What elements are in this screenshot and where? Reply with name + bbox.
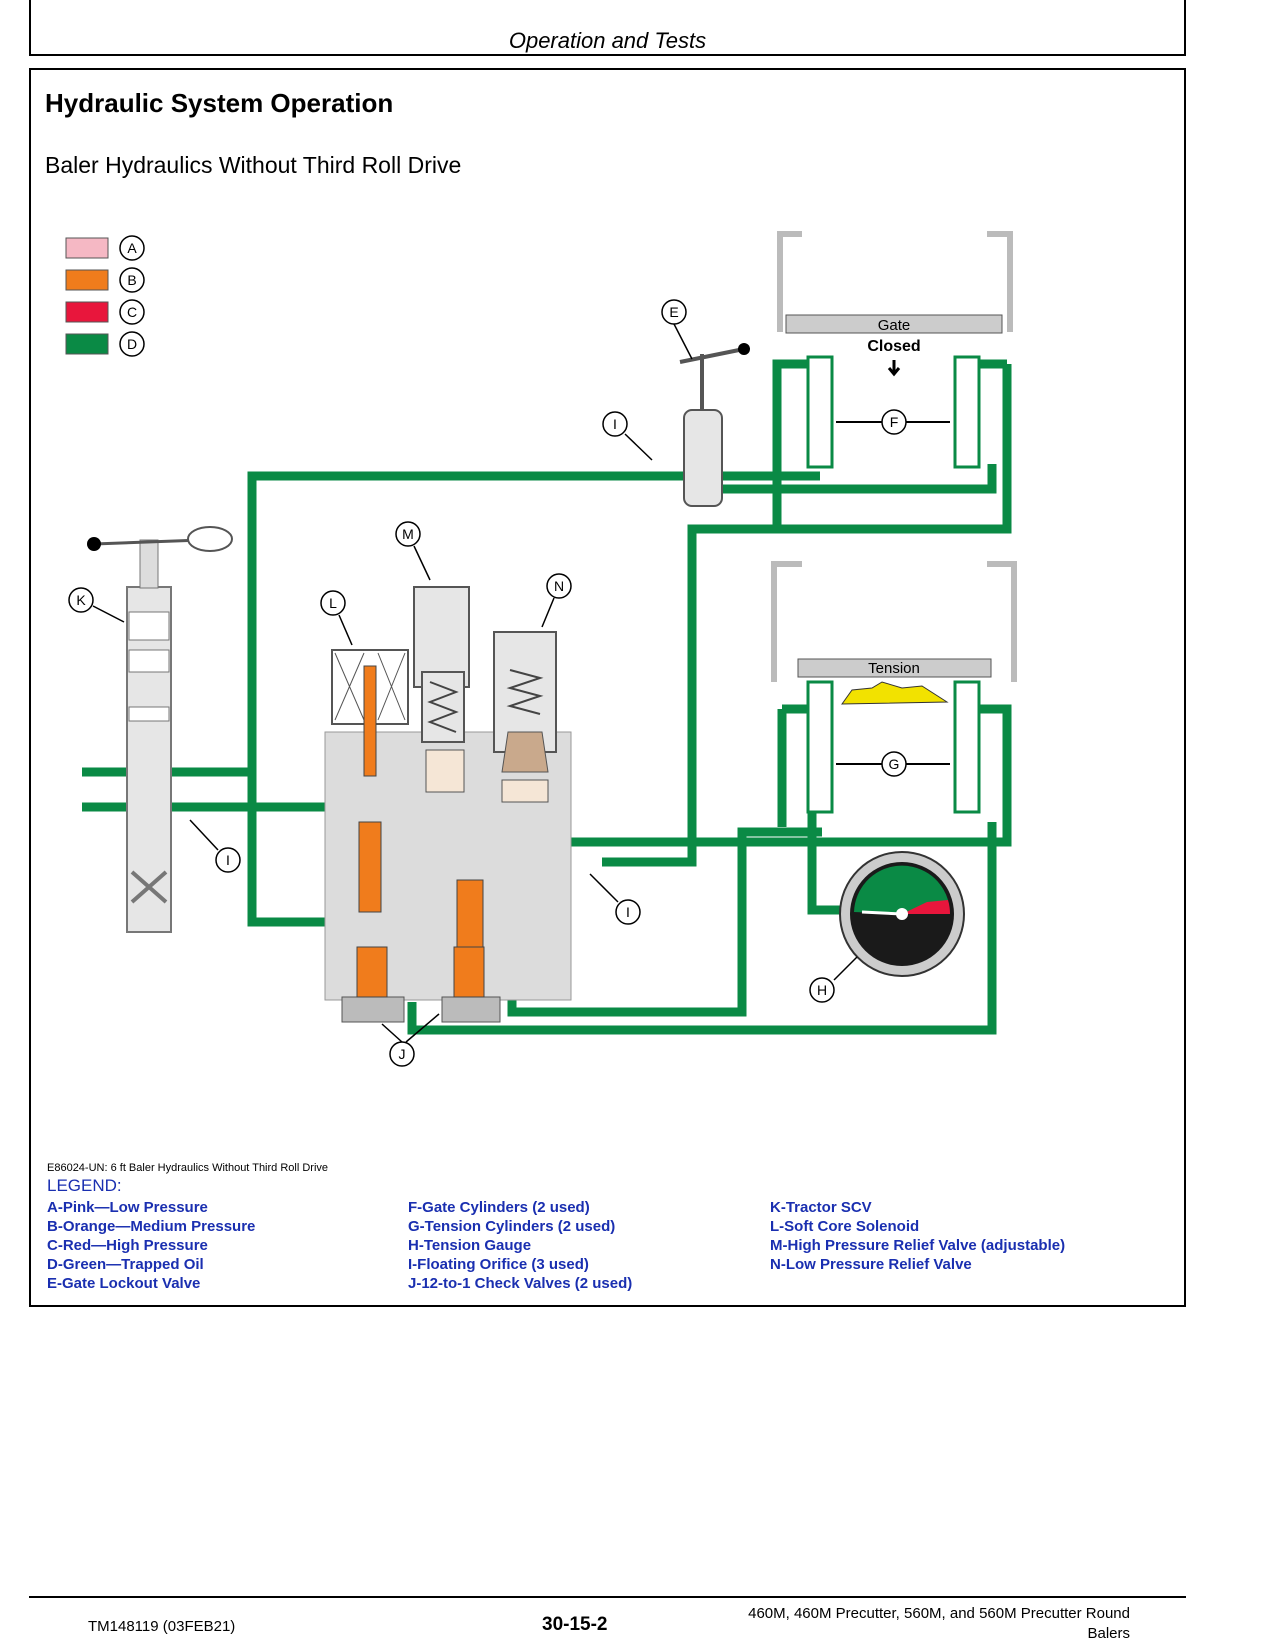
- callout-k: K: [76, 592, 86, 608]
- model-line-2: Balers: [1087, 1625, 1130, 1642]
- legend-item: J-12-to-1 Check Valves (2 used): [408, 1275, 633, 1292]
- model-info: 460M, 460M Precutter, 560M, and 560M Pre…: [700, 1604, 1130, 1644]
- hydraulic-diagram: A B C D: [65, 231, 1017, 1067]
- valve-block: [324, 586, 572, 1023]
- swatch-b: [65, 269, 109, 291]
- swatch-c: [65, 301, 109, 323]
- gate-label: Gate: [878, 317, 911, 334]
- gate-state: Closed: [867, 338, 920, 355]
- callout-n: N: [554, 578, 564, 594]
- legend-item: G-Tension Cylinders (2 used): [408, 1218, 616, 1235]
- legend-item: H-Tension Gauge: [408, 1237, 532, 1254]
- page-title: Hydraulic System Operation: [45, 88, 394, 118]
- tension-assembly: Tension: [771, 561, 1017, 814]
- footer-rule: [29, 1596, 1186, 1598]
- figure-id: E86024-UN: 6 ft Baler Hydraulics Without…: [47, 1162, 329, 1174]
- swatch-a: [65, 237, 109, 259]
- legend-item: I-Floating Orifice (3 used): [408, 1256, 589, 1273]
- key-letter-a: A: [127, 240, 137, 256]
- page-number: 30-15-2: [542, 1614, 608, 1635]
- legend-title: LEGEND:: [47, 1176, 122, 1195]
- section-title: Operation and Tests: [508, 28, 707, 53]
- legend-item: B-Orange—Medium Pressure: [47, 1218, 256, 1235]
- legend-item: K-Tractor SCV: [770, 1199, 872, 1216]
- swatch-d: [65, 333, 109, 355]
- callout-letters: E F G H I I I J K L M N: [76, 304, 899, 1062]
- callout-g: G: [889, 756, 900, 772]
- figure-subtitle: Baler Hydraulics Without Third Roll Driv…: [45, 152, 462, 178]
- gate-assembly: Gate Closed: [777, 231, 1013, 469]
- legend-column-3: K-Tractor SCV L-Soft Core Solenoid M-Hig…: [770, 1198, 1065, 1274]
- callout-j: J: [399, 1046, 406, 1062]
- tension-label: Tension: [868, 660, 920, 677]
- color-key: A B C D: [65, 235, 145, 357]
- callout-i-left: I: [226, 852, 230, 868]
- key-letter-b: B: [127, 272, 136, 288]
- tension-gauge: [839, 851, 965, 977]
- callout-m: M: [402, 526, 414, 542]
- model-line-1: 460M, 460M Precutter, 560M, and 560M Pre…: [748, 1605, 1130, 1622]
- page-header: Operation and Tests: [29, 0, 1186, 56]
- legend-item: C-Red—High Pressure: [47, 1237, 208, 1254]
- callouts: [68, 299, 907, 1067]
- callout-l: L: [329, 595, 337, 611]
- callout-e: E: [669, 304, 678, 320]
- callout-h: H: [817, 982, 827, 998]
- legend-item: D-Green—Trapped Oil: [47, 1256, 204, 1273]
- legend-item: A-Pink—Low Pressure: [47, 1199, 208, 1216]
- legend-item: L-Soft Core Solenoid: [770, 1218, 920, 1235]
- tractor-scv: [87, 526, 233, 933]
- legend-item: F-Gate Cylinders (2 used): [408, 1199, 590, 1216]
- callout-f: F: [890, 414, 899, 430]
- figure-frame: Hydraulic System Operation Baler Hydraul…: [29, 68, 1186, 1307]
- key-letter-c: C: [127, 304, 137, 320]
- legend-column-1: A-Pink—Low Pressure B-Orange—Medium Pres…: [47, 1198, 255, 1293]
- legend-item: E-Gate Lockout Valve: [47, 1275, 201, 1292]
- legend-column-2: F-Gate Cylinders (2 used) G-Tension Cyli…: [408, 1198, 632, 1293]
- callout-i-right: I: [626, 904, 630, 920]
- callout-i-top: I: [613, 416, 617, 432]
- key-letter-d: D: [127, 336, 137, 352]
- doc-id: TM148119 (03FEB21): [88, 1618, 236, 1635]
- legend-item: N-Low Pressure Relief Valve: [770, 1256, 972, 1273]
- legend-item: M-High Pressure Relief Valve (adjustable…: [770, 1237, 1066, 1254]
- gate-lockout-valve: [679, 343, 750, 507]
